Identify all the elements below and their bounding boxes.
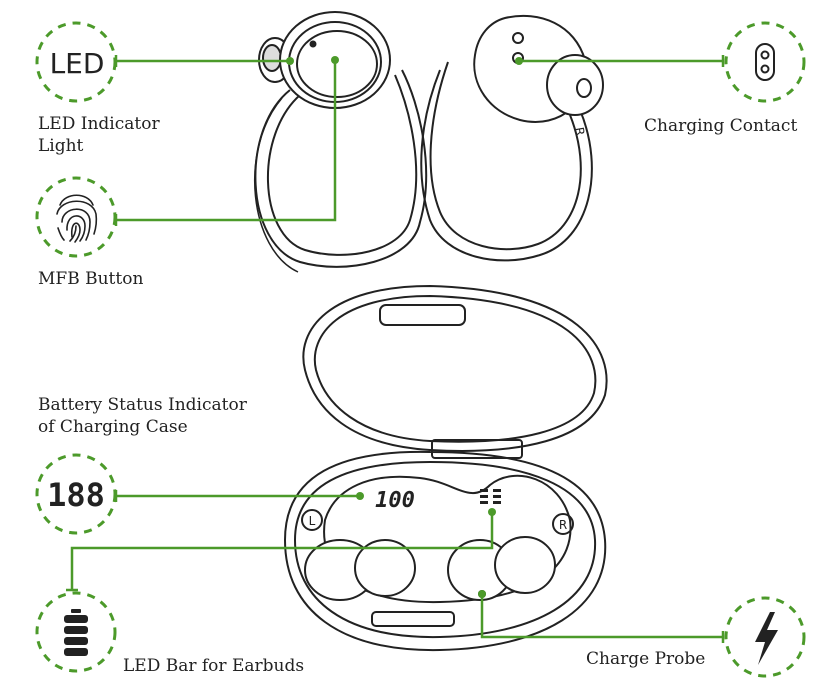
led-bar-label: LED Bar for Earbuds [123,656,305,676]
led-badge-text: LED [50,47,105,80]
segment-display-icon: 188 [47,476,105,514]
battery-status-line2: of Charging Case [38,417,188,437]
charging-contact-badge [724,21,806,103]
led-indicator-line1: LED Indicator [38,114,160,134]
left-earbud [254,11,428,273]
mfb-button-label: MFB Button [38,269,144,289]
earbud-led-bars [480,489,501,504]
right-earbud: R [420,14,604,262]
led-indicator-label: LED Indicator Light [38,113,160,157]
segment-display-badge [35,453,117,535]
svg-text:R: R [572,126,587,137]
fingerprint-badge [35,176,117,258]
callout-lines [66,55,725,643]
charging-contact-icon [755,43,775,81]
battery-status-line1: Battery Status Indicator [38,395,247,415]
charging-case [283,284,608,652]
lightning-icon [755,612,778,665]
led-indicator-line2: Light [38,136,84,156]
case-left-marker: L [309,514,316,528]
callout-dots [286,56,523,598]
fingerprint-icon [56,194,98,243]
charging-contact-label: Charging Contact [644,116,798,136]
battery-icon [64,609,88,656]
battery-status-label: Battery Status Indicator of Charging Cas… [38,394,247,438]
charge-probe-label: Charge Probe [586,649,706,669]
case-battery-display: 100 [375,488,415,513]
led-badge-icon [35,21,117,103]
case-right-marker: R [559,518,567,532]
